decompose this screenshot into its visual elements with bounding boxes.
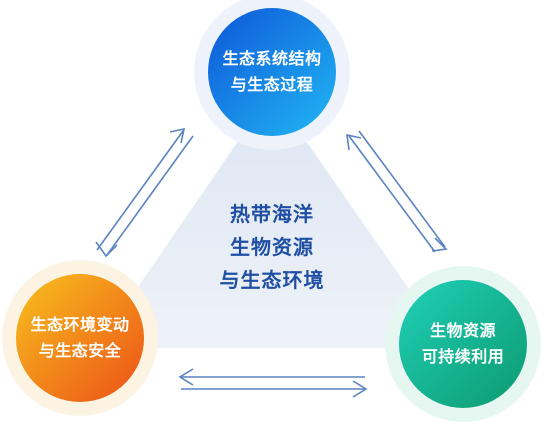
top-node-circle xyxy=(208,8,336,136)
left-node-line-1: 生态环境变动 xyxy=(30,315,130,334)
top-node-line-1: 生态系统结构 xyxy=(222,49,322,68)
center-label-line-1: 热带海洋 xyxy=(230,202,314,226)
center-triangle xyxy=(96,92,450,348)
top-node-line-2: 与生态过程 xyxy=(230,75,314,94)
left-node-line-2: 与生态安全 xyxy=(38,341,122,360)
left-node-circle xyxy=(16,274,144,402)
right-node-line-1: 生物资源 xyxy=(429,321,496,340)
center-label-line-2: 生物资源 xyxy=(230,235,314,259)
right-node-label: 生物资源 可持续利用 xyxy=(393,318,533,370)
center-label: 热带海洋 生物资源 与生态环境 xyxy=(172,198,372,297)
right-double-arrow xyxy=(346,130,448,253)
left-double-arrow xyxy=(95,127,194,258)
bottom-double-arrow xyxy=(178,368,368,398)
left-node-label: 生态环境变动 与生态安全 xyxy=(10,312,150,364)
right-node-circle xyxy=(399,280,527,408)
center-label-line-3: 与生态环境 xyxy=(219,268,325,292)
right-node-line-2: 可持续利用 xyxy=(421,347,505,366)
top-node-label: 生态系统结构 与生态过程 xyxy=(202,46,342,98)
